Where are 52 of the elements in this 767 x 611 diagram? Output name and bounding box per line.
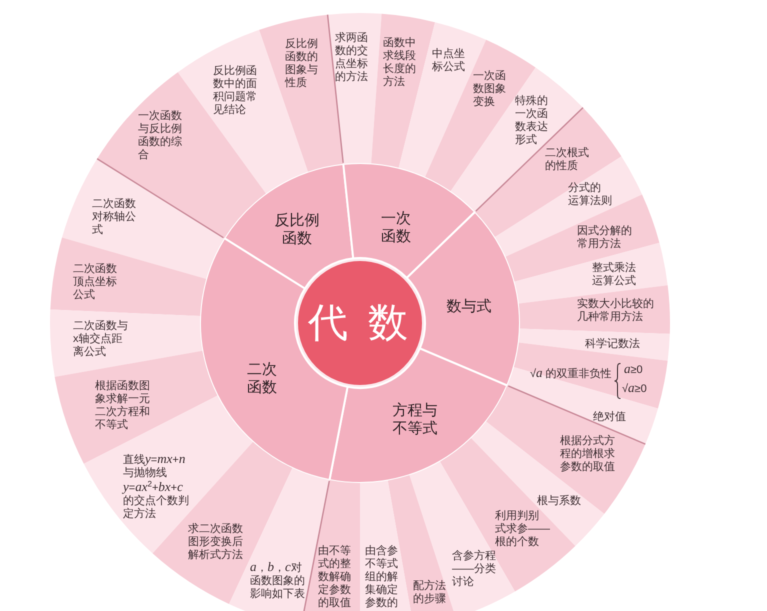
topic-label: 配方法的步骤 [413, 580, 446, 606]
topic-label: 一次函数图象变换 [473, 70, 506, 109]
topic-label: 根与系数 [537, 495, 581, 508]
center-title: 代数 [308, 300, 408, 346]
topic-sector [425, 39, 536, 192]
topic-sector [518, 285, 670, 334]
topic-label: 利用判别式求参——根的个数 [495, 510, 550, 549]
topic-label: 实数大小比较的几种常用方法 [577, 298, 654, 324]
topic-sector [50, 309, 203, 377]
category-label: 反比例函数 [274, 212, 320, 248]
topic-label: 科学记数法 [585, 338, 640, 351]
topic-label: 二次函数顶点坐标公式 [73, 263, 117, 302]
topic-sector [507, 367, 658, 445]
category-label: 数与式 [446, 298, 492, 316]
topic-sector [50, 237, 207, 317]
topic-label: 反比例函数的图象与性质 [285, 38, 318, 90]
topic-label: 中点坐标公式 [432, 48, 465, 74]
topic-label: 二次函数与x轴交点距离公式 [73, 320, 128, 359]
topic-label: 求两函数的交点坐标的方法 [335, 32, 368, 84]
category-sector [343, 163, 476, 278]
topic-sector [494, 156, 643, 257]
topic-sector [475, 107, 622, 238]
topic-label: 因式分解的常用方法 [577, 225, 632, 251]
topic-label: 分式的运算法则 [568, 182, 612, 208]
topic-label: 特殊的一次函数表达形式 [515, 95, 548, 147]
topic-label: 函数中求线段长度的方法 [383, 37, 416, 89]
topic-label: 根据函数图象求解一元二次方程和不等式 [95, 380, 150, 432]
topic-label: 二次函数对称轴公式 [92, 198, 136, 237]
topic-label: √a 的双重非负性 [530, 366, 612, 381]
category-label: 方程与不等式 [392, 402, 438, 438]
category-sector [224, 163, 354, 289]
topic-label: 由含参不等式组的解集确定参数的 [365, 545, 398, 610]
topic-label: 一次函数与反比例函数的综合 [138, 110, 182, 162]
topic-label: 根据分式方程的增根求参数的取值 [560, 435, 615, 474]
category-label: 一次函数 [381, 210, 411, 246]
topic-label: 二次根式的性质 [545, 147, 589, 173]
topic-label: 绝对值 [593, 411, 626, 424]
category-label: 二次函数 [247, 361, 277, 397]
topic-label: 反比例函数中的面积问题常见结论 [213, 65, 257, 117]
topic-label: a≥0 [624, 362, 643, 377]
topic-label: 由不等式的整数解确定参数的取值 [318, 545, 351, 610]
topic-sector [360, 480, 411, 611]
topic-label: 整式乘法运算公式 [592, 262, 636, 288]
topic-label: 直线y=mx+n与抛物线y=ax$^{2}$+bx+c的交点个数判定方法 [123, 452, 189, 521]
topic-sector [518, 328, 670, 361]
topic-sector [387, 475, 454, 611]
topic-label: 含参方程——分类讨论 [452, 550, 496, 589]
topic-sector [471, 421, 605, 546]
topic-label: √a≥0 [622, 381, 647, 396]
topic-label: a，b，c对函数图象的影响如下表 [250, 560, 305, 601]
category-sector [329, 348, 508, 483]
topic-label: 求二次函数图形变换后解析式方法 [188, 523, 243, 562]
